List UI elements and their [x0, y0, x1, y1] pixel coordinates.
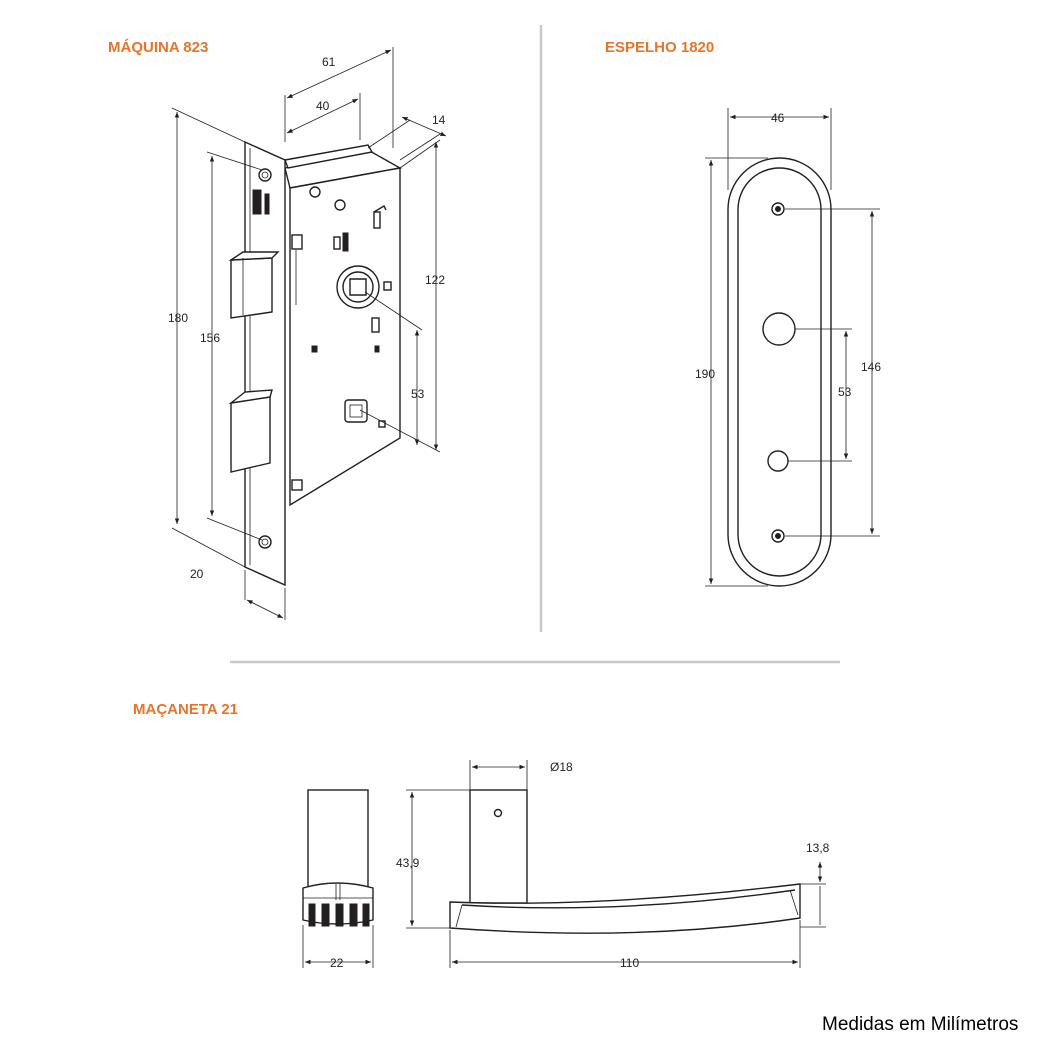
- title-maquina: MÁQUINA 823: [108, 39, 208, 56]
- espelho-dimensions: 46 190 146 53: [695, 108, 881, 587]
- dim-13-8: 13,8: [806, 841, 830, 855]
- maquina-dimensions: 61 40 14 180 156 122 53 20: [168, 47, 447, 620]
- handle-neck: [469, 789, 528, 904]
- dim-190: 190: [695, 367, 715, 381]
- dim-20: 20: [190, 567, 204, 581]
- faceplate-screw-bottom: [258, 535, 272, 549]
- title-espelho: ESPELHO 1820: [605, 39, 714, 56]
- escutcheon-key-hole: [767, 450, 789, 472]
- dim-61: 61: [322, 55, 336, 69]
- brand-logo: [252, 189, 262, 215]
- dim-122: 122: [425, 273, 445, 287]
- dim-110: 110: [620, 956, 639, 970]
- macaneta-side-view: [302, 789, 374, 927]
- escutcheon-outer: [727, 157, 832, 587]
- dim-diameter-18: Ø18: [550, 760, 573, 774]
- dim-146: 146: [861, 360, 881, 374]
- spring-coils: [308, 903, 370, 927]
- espelho-escutcheon: [727, 157, 832, 587]
- dim-180: 180: [168, 311, 188, 325]
- maquina-lock-body: [228, 140, 403, 587]
- faceplate-screw-top: [258, 168, 272, 182]
- dim-43-9: 43,9: [396, 856, 420, 870]
- dim-53-espelho: 53: [838, 385, 852, 399]
- dim-156: 156: [200, 331, 220, 345]
- escutcheon-inner: [737, 167, 822, 577]
- latch-bolt: [230, 257, 273, 319]
- handle-spindle-side: [307, 789, 369, 889]
- macaneta-dimensions: Ø18 43,9 13,8 22 110: [302, 760, 830, 970]
- dim-14: 14: [432, 113, 446, 127]
- dim-40: 40: [316, 99, 330, 113]
- macaneta-front-view: [449, 789, 801, 934]
- dim-46: 46: [771, 111, 785, 125]
- title-macaneta: MAÇANETA 21: [133, 701, 238, 718]
- dead-bolt: [230, 396, 271, 473]
- dim-22: 22: [330, 956, 344, 970]
- footer-units-note: Medidas em Milímetros: [822, 1014, 1018, 1035]
- dim-53: 53: [411, 387, 425, 401]
- key-cylinder: [344, 399, 368, 423]
- escutcheon-handle-hole: [762, 312, 796, 346]
